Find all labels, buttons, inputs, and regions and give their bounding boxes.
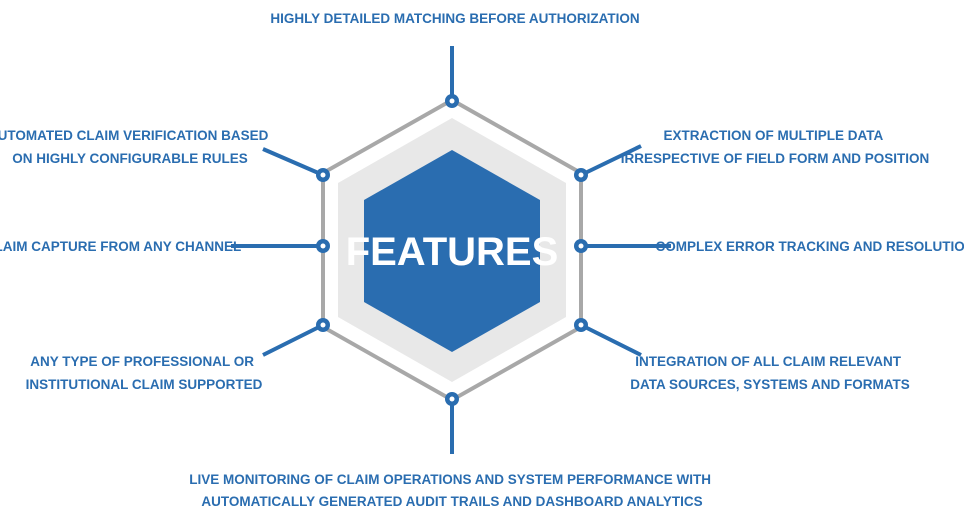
node-lower-right: [574, 318, 588, 332]
feature-label-mid-right: COMPLEX ERROR TRACKING AND RESOLUTION: [655, 239, 964, 254]
feature-label-lower-left: ANY TYPE OF PROFESSIONAL OR INSTITUTIONA…: [26, 354, 263, 392]
connector-upper-right: [580, 144, 642, 177]
connector-lower-left: [262, 323, 324, 357]
node-bottom: [445, 392, 459, 406]
node-upper-right: [574, 168, 588, 182]
center-hexagon: [364, 150, 540, 352]
connector-lower-right: [580, 323, 642, 357]
nodes: [316, 94, 588, 406]
node-lower-left: [316, 318, 330, 332]
node-upper-left: [316, 168, 330, 182]
feature-label-lower-right: INTEGRATION OF ALL CLAIM RELEVANT DATA S…: [630, 354, 910, 392]
node-mid-left: [316, 239, 330, 253]
feature-label-top: HIGHLY DETAILED MATCHING BEFORE AUTHORIZ…: [270, 11, 639, 26]
feature-label-bottom: LIVE MONITORING OF CLAIM OPERATIONS AND …: [189, 472, 715, 509]
feature-label-mid-left: CLAIM CAPTURE FROM ANY CHANNEL: [0, 239, 241, 254]
connectors: [231, 46, 671, 454]
node-mid-right: [574, 239, 588, 253]
feature-label-upper-left: AUTOMATED CLAIM VERIFICATION BASED ON HI…: [0, 128, 272, 166]
node-top: [445, 94, 459, 108]
feature-label-upper-right: EXTRACTION OF MULTIPLE DATA IRRESPECTIVE…: [621, 128, 930, 166]
center-title: FEATURES: [346, 230, 559, 274]
connector-upper-left: [262, 147, 324, 177]
